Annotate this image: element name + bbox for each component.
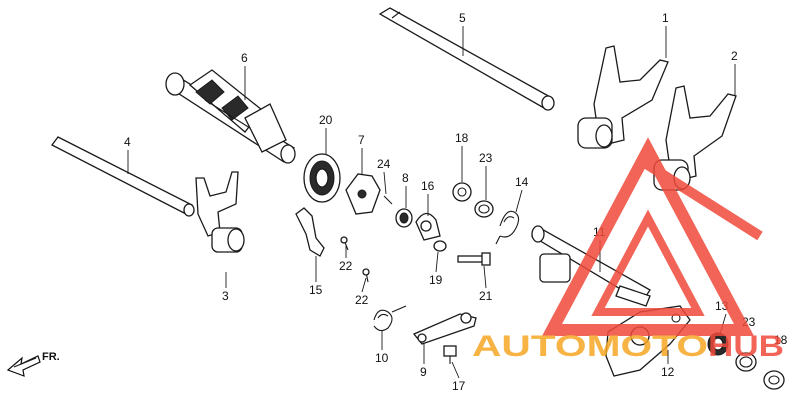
callout-5: 5 xyxy=(459,11,466,25)
shift-rod-5 xyxy=(378,7,555,111)
bolt-17 xyxy=(443,345,457,364)
callout-8: 8 xyxy=(402,171,409,185)
callout-14: 14 xyxy=(515,175,529,189)
pin-24 xyxy=(383,195,393,205)
callout-10: 10 xyxy=(375,351,389,365)
circlip-23a xyxy=(474,200,494,218)
spring-10 xyxy=(373,305,407,332)
callout-1: 1 xyxy=(662,11,669,25)
callout-17: 17 xyxy=(452,379,466,393)
washer-18a xyxy=(452,182,472,202)
bearing-20 xyxy=(303,153,341,203)
callout-7: 7 xyxy=(358,133,365,147)
callout-21: 21 xyxy=(479,289,493,303)
screw-22b xyxy=(362,268,370,283)
callout-18a: 18 xyxy=(455,131,469,145)
callout-2: 2 xyxy=(731,49,738,63)
watermark: AUTOMOTO HUB xyxy=(472,137,784,363)
collar-8 xyxy=(395,208,413,228)
bolt-21 xyxy=(457,252,491,266)
callout-20: 20 xyxy=(319,113,333,127)
stopper-plate-7 xyxy=(345,173,381,215)
direction-label: FR. xyxy=(42,351,60,363)
watermark-text-primary: AUTOMOTO xyxy=(472,330,708,363)
callout-23a: 23 xyxy=(479,151,493,165)
washer-19 xyxy=(433,240,447,252)
callout-6: 6 xyxy=(241,51,248,65)
callout-15: 15 xyxy=(309,283,323,297)
callout-24: 24 xyxy=(377,157,391,171)
callout-18b: 18 xyxy=(774,333,788,347)
callout-labels: 1 2 3 4 5 6 7 8 9 10 11 12 13 14 15 16 1… xyxy=(124,11,788,393)
callout-9: 9 xyxy=(420,365,427,379)
leader-lines xyxy=(127,26,736,379)
callout-19: 19 xyxy=(429,273,443,287)
screw-22a xyxy=(340,236,349,251)
direction-arrow-icon xyxy=(6,355,41,377)
washer-18b xyxy=(763,370,785,390)
callout-3: 3 xyxy=(222,289,229,303)
watermark-triangle-logo xyxy=(542,137,763,336)
shift-drum-6 xyxy=(165,69,296,164)
shift-rod-4 xyxy=(51,136,195,217)
callout-16: 16 xyxy=(421,179,435,193)
callout-4: 4 xyxy=(124,135,131,149)
arm-9 xyxy=(412,312,477,345)
callout-12: 12 xyxy=(661,365,675,379)
watermark-text-secondary: HUB xyxy=(708,330,784,363)
circlip-23b xyxy=(735,352,757,372)
shift-fork-1 xyxy=(577,45,669,149)
callout-22b: 22 xyxy=(355,293,369,307)
shift-fork-3 xyxy=(195,171,245,253)
spring-14 xyxy=(495,210,520,245)
guide-plate-15 xyxy=(295,207,325,257)
stopper-arm-16 xyxy=(415,212,441,241)
callout-22a: 22 xyxy=(339,259,353,273)
front-direction-indicator: FR. xyxy=(6,351,60,377)
